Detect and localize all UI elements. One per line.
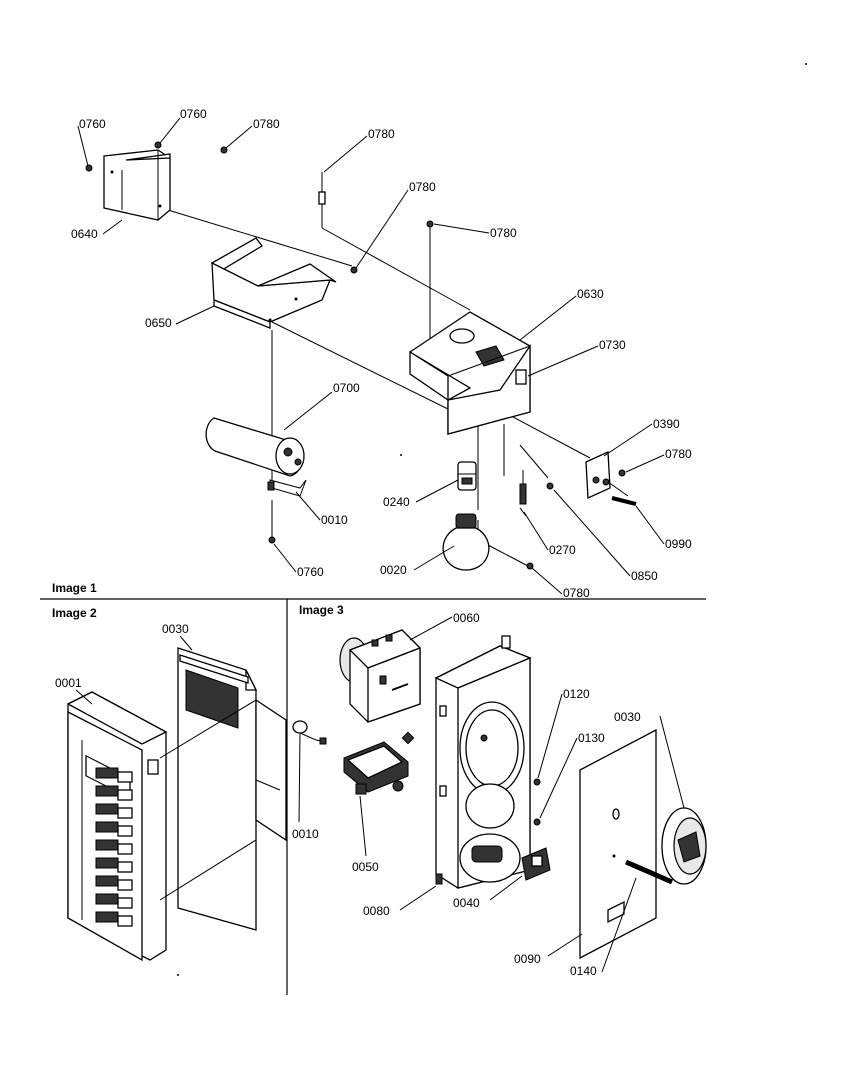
part-label: 0760 — [79, 117, 106, 131]
part-label: 0780 — [253, 117, 280, 131]
screw-icon — [618, 469, 626, 477]
part-label: 0780 — [368, 127, 395, 141]
section-label-image3: Image 3 — [299, 603, 344, 617]
part-label: 0080 — [363, 904, 390, 918]
part-0010-clamp — [267, 479, 307, 497]
part-0650-plate — [210, 237, 337, 329]
part-0001-keypad-panel — [66, 691, 168, 962]
part-0090-front-plate — [579, 728, 657, 960]
part-label: 0780 — [490, 226, 517, 240]
leader-lines-image3 — [298, 616, 685, 973]
part-label: 0850 — [631, 569, 658, 583]
screw-icon — [268, 536, 276, 544]
leader-line — [75, 689, 93, 705]
part-0700-capacitor — [205, 417, 305, 477]
part-label: 0630 — [577, 287, 604, 301]
part-label: 0990 — [665, 537, 692, 551]
part-label: 0020 — [380, 563, 407, 577]
screw-icon — [533, 818, 541, 826]
part-label: 0010 — [321, 513, 348, 527]
part-label: 0650 — [145, 316, 172, 330]
leader-lines-image1 — [77, 117, 665, 595]
part-label: 0060 — [453, 611, 480, 625]
part-label: 0120 — [563, 687, 590, 701]
part-0010-lamp-holder — [292, 720, 327, 745]
part-0270-switch — [519, 470, 527, 517]
screw-icon — [526, 562, 534, 570]
part-0780-fastener-top — [318, 172, 326, 210]
part-label: 0760 — [180, 107, 207, 121]
part-0040-connector — [521, 847, 551, 881]
part-0020-bulb-icon — [442, 513, 490, 571]
part-0030-knob-icon — [625, 807, 707, 885]
screw-icon — [426, 220, 434, 254]
keypad-buttons — [95, 767, 133, 927]
part-0060-timer — [339, 629, 422, 723]
part-label: 0140 — [570, 964, 597, 978]
screw-icon — [350, 266, 358, 274]
part-0050-relay — [343, 731, 415, 795]
part-label: 0700 — [333, 381, 360, 395]
screw-icon — [85, 141, 228, 172]
part-label: 0001 — [55, 676, 82, 690]
part-label: 0050 — [352, 860, 379, 874]
part-label: 0010 — [292, 827, 319, 841]
part-0630-housing — [408, 311, 531, 435]
part-label: 0640 — [71, 227, 98, 241]
part-label: 0240 — [383, 495, 410, 509]
part-label: 0030 — [162, 622, 189, 636]
part-label: 0390 — [653, 417, 680, 431]
part-0640-bracket — [103, 149, 171, 221]
section-label-image2: Image 2 — [52, 606, 97, 620]
image3-assembly: 0060 0120 0030 0130 0010 0050 0040 0080 … — [292, 611, 707, 978]
part-label: 0730 — [599, 338, 626, 352]
part-0990-pin — [611, 496, 637, 506]
section-label-image1: Image 1 — [52, 581, 97, 595]
image1-assembly: 0760 0760 0780 0780 0780 0780 0640 0630 … — [71, 107, 692, 600]
part-label: 0780 — [409, 180, 436, 194]
part-label: 0090 — [514, 952, 541, 966]
part-label: 0270 — [549, 543, 576, 557]
part-label: 0040 — [453, 896, 480, 910]
part-label: 0780 — [665, 447, 692, 461]
part-0240-socket — [457, 461, 477, 491]
part-label: 0030 — [614, 710, 641, 724]
part-0390-bracket — [585, 451, 611, 499]
part-label: 0780 — [563, 586, 590, 600]
leader-line — [179, 635, 193, 651]
part-0850-fastener — [546, 482, 554, 490]
screw-icon — [533, 778, 541, 786]
part-label: 0760 — [297, 565, 324, 579]
part-label: 0130 — [578, 731, 605, 745]
image2-assembly: 0030 0001 — [55, 622, 287, 962]
part-0080-mounting-plate — [434, 635, 532, 889]
part-0030-circuit-board — [177, 647, 287, 931]
